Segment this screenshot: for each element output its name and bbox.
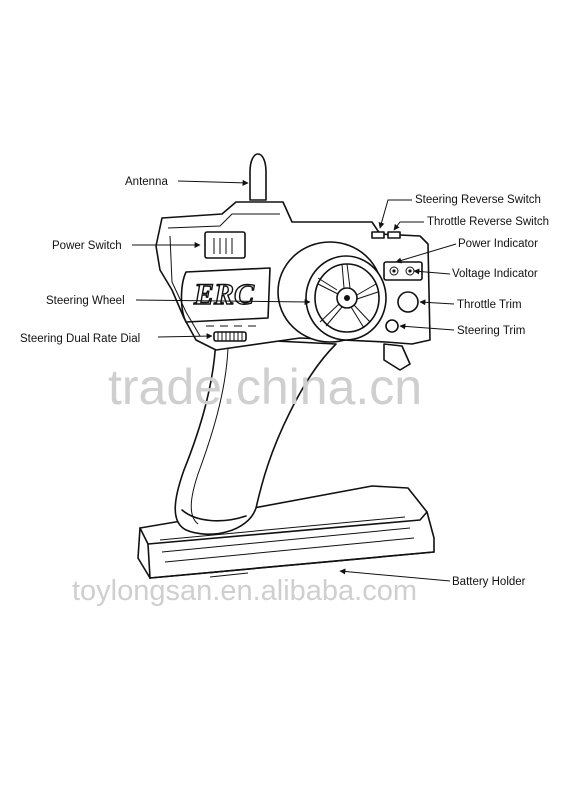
label-voltage-indicator: Voltage Indicator	[452, 268, 538, 280]
leader-lines	[132, 179, 457, 582]
label-steering-reverse-switch: Steering Reverse Switch	[415, 194, 541, 206]
label-throttle-reverse-switch: Throttle Reverse Switch	[427, 216, 549, 228]
handle-grip	[174, 337, 337, 535]
label-throttle-trim: Throttle Trim	[457, 299, 522, 311]
label-power-switch: Power Switch	[52, 240, 122, 252]
label-power-indicator: Power Indicator	[458, 238, 538, 250]
labels: Antenna Steering Reverse Switch Throttle…	[20, 176, 549, 588]
watermark-primary: trade.china.cn	[108, 359, 422, 415]
label-steering-wheel: Steering Wheel	[46, 295, 125, 307]
steering-wheel	[277, 241, 387, 343]
watermark-secondary: toylongsan.en.alibaba.com	[72, 575, 417, 607]
brand-logo: ERC	[193, 278, 255, 311]
label-steering-trim: Steering Trim	[457, 325, 525, 337]
battery-holder-base	[137, 485, 435, 579]
label-battery-holder: Battery Holder	[452, 576, 526, 588]
label-antenna: Antenna	[125, 176, 168, 188]
antenna	[249, 153, 267, 201]
label-steering-dual-rate-dial: Steering Dual Rate Dial	[20, 333, 140, 345]
